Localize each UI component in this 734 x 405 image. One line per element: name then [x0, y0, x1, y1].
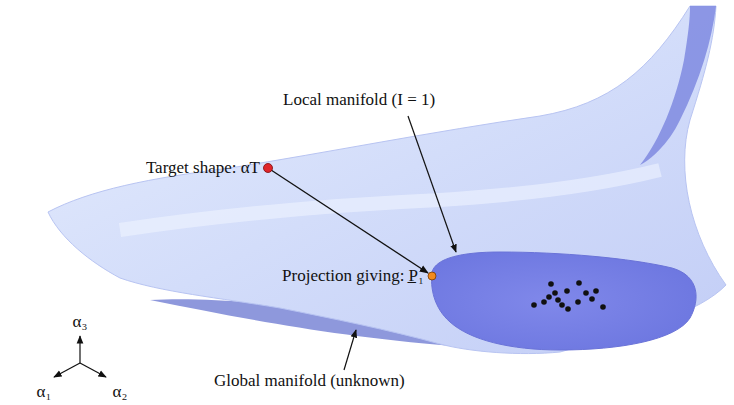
- callout-label: Global manifold (unknown): [214, 372, 405, 391]
- axis-label: α₂: [113, 383, 128, 402]
- leader-line: [344, 330, 356, 370]
- sample-points: [531, 280, 606, 312]
- projection-point: [428, 272, 436, 280]
- target-point: [264, 164, 273, 173]
- axis-label: α₁: [37, 383, 52, 402]
- callout-label: Projection giving: P̲₁: [282, 267, 424, 286]
- callout-label: Local manifold (I = 1): [283, 91, 435, 110]
- projection-arrow: [268, 168, 428, 273]
- surface-sheen: [120, 170, 660, 230]
- callout-label: Target shape: αT: [146, 159, 260, 178]
- axis-triad: [54, 336, 106, 377]
- axis-label: α₃: [73, 313, 88, 332]
- leader-line: [408, 116, 456, 252]
- local-manifold: [432, 252, 697, 350]
- manifold-horn-band: [640, 6, 716, 165]
- global-manifold: [48, 6, 726, 354]
